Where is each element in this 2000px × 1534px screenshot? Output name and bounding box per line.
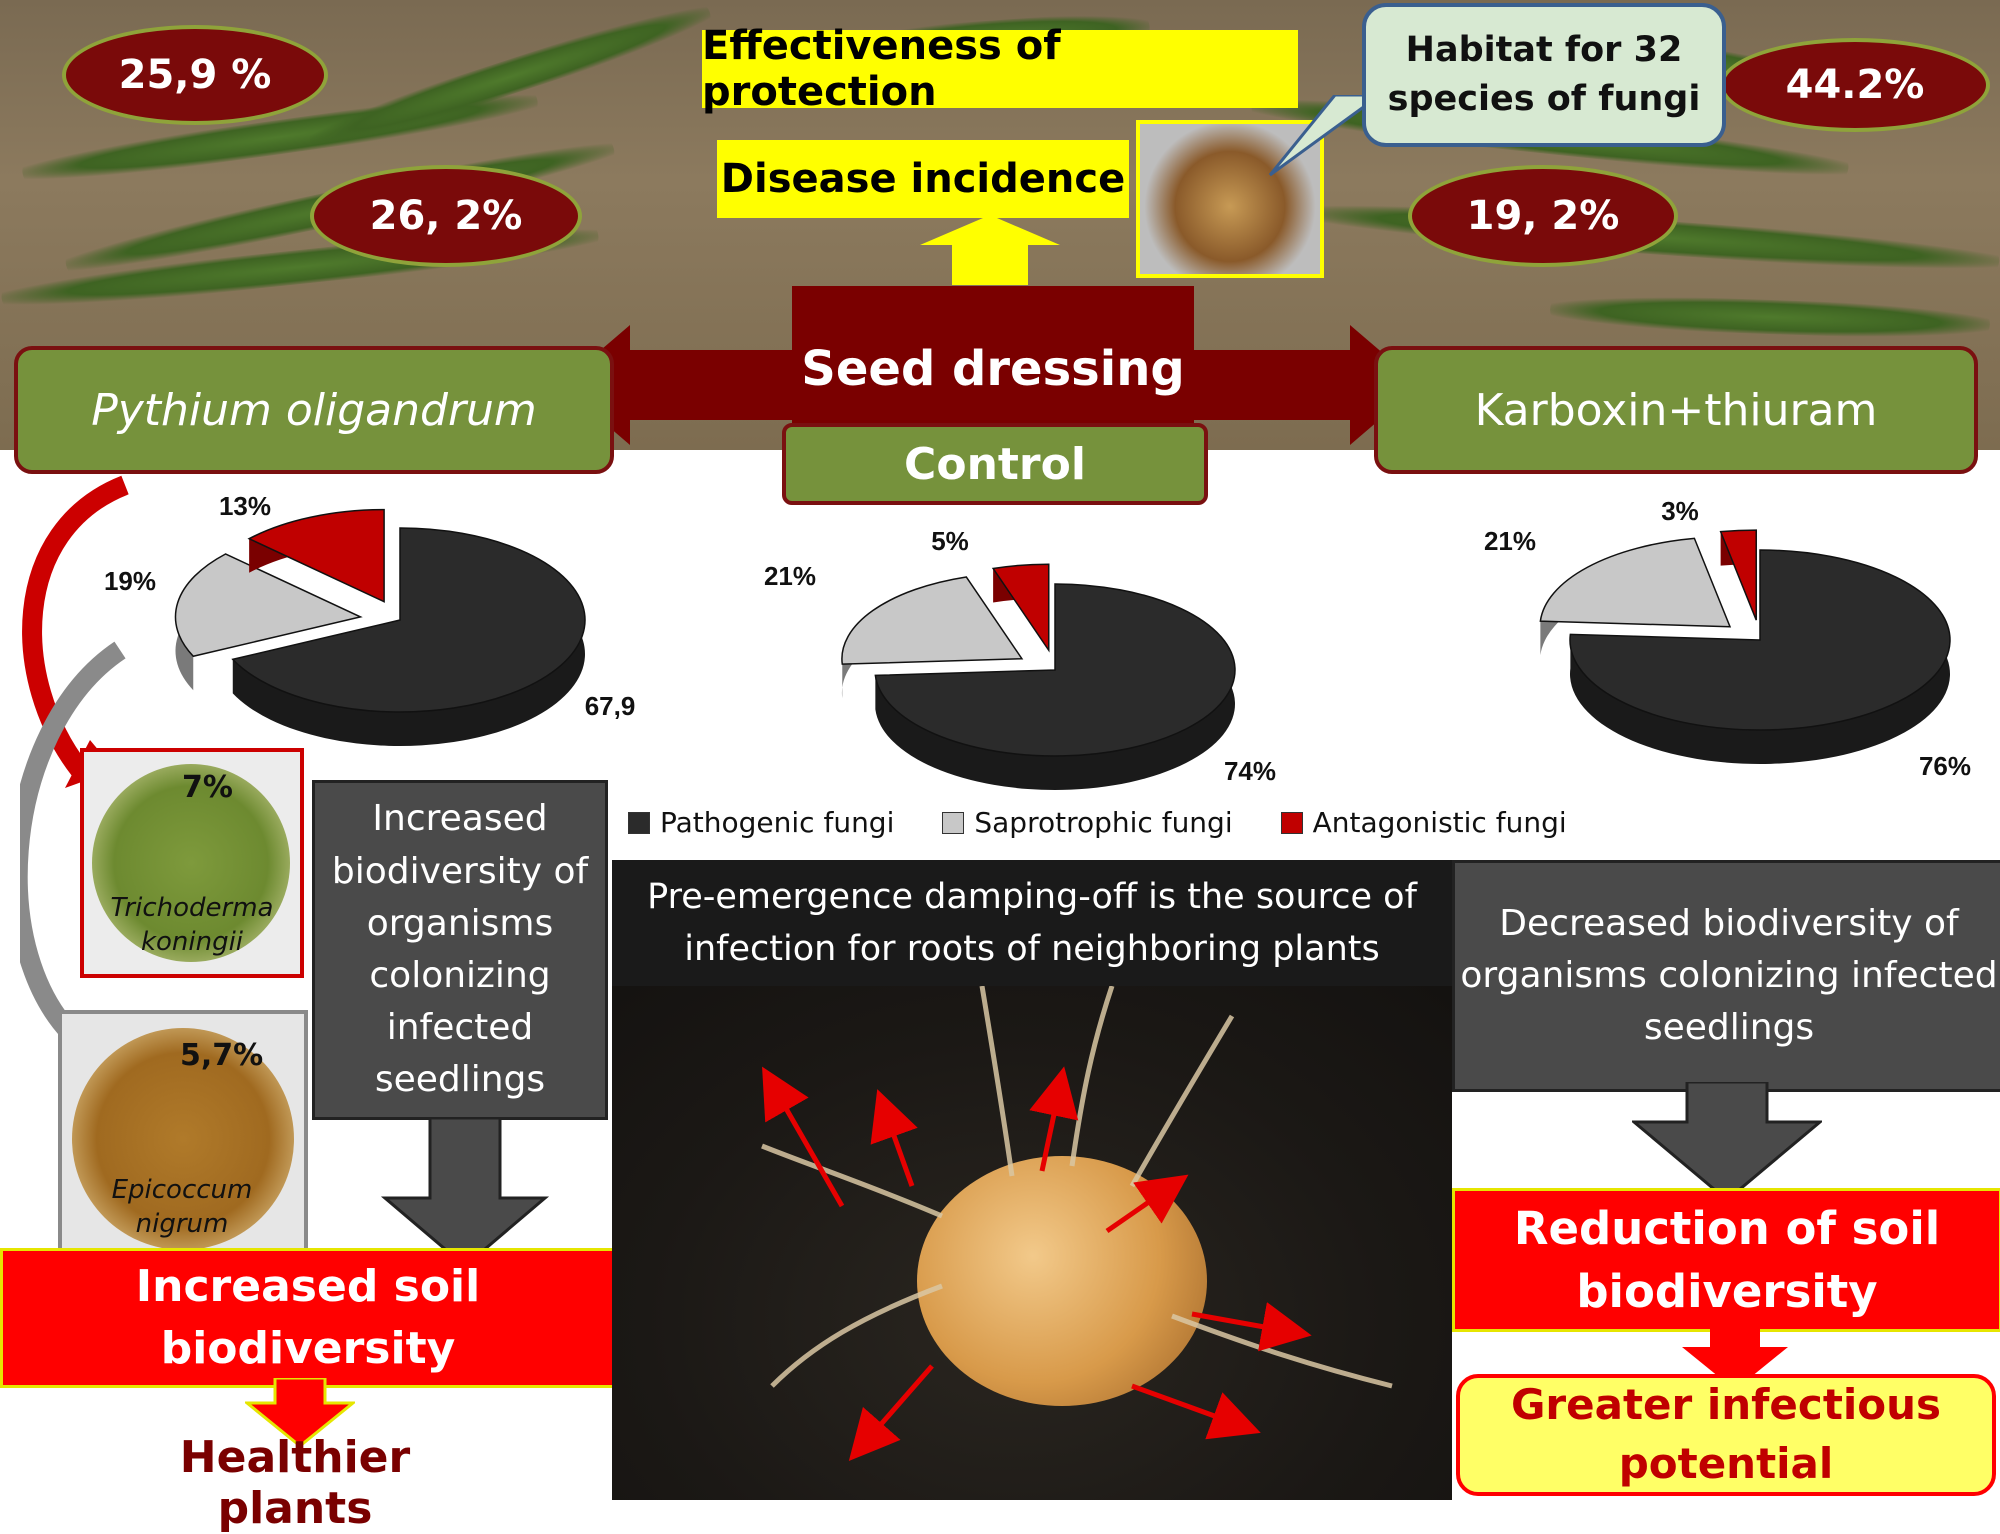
pie-1-label-1: 21% xyxy=(764,561,816,591)
increased-biodiversity-box: Increased biodiversity of organisms colo… xyxy=(312,780,608,1120)
control-box: Control xyxy=(782,423,1208,505)
epicoccum-photo-frame: 5,7% Epicoccum nigrum xyxy=(58,1010,308,1264)
pie-0-label-1: 19% xyxy=(104,566,156,596)
ellipse-effectiveness-right: 44.2% xyxy=(1720,38,1990,132)
pie-1-label-2: 5% xyxy=(931,526,969,556)
pie-0-label-0: 67,9 xyxy=(585,691,636,721)
soil-photo xyxy=(612,986,1452,1500)
down-arrow-right-icon xyxy=(1632,1082,1822,1202)
pie-charts: 67,9 19% 13% 74% 21% 5% 76% 21% 3% xyxy=(104,491,1971,790)
ellipse-incidence-right: 19, 2% xyxy=(1408,165,1678,267)
legend-saprotrophic: Saprotrophic fungi xyxy=(942,806,1233,839)
karboxin-box: Karboxin+thiuram xyxy=(1374,346,1978,474)
legend-swatch-pathogenic xyxy=(628,811,650,834)
callout-pointer xyxy=(1268,95,1383,177)
effectiveness-label: Effectiveness of protection xyxy=(702,23,1298,115)
pie-1-slice-0 xyxy=(874,583,1236,757)
trichoderma-petri-dish xyxy=(92,764,290,962)
pie-2-label-1: 21% xyxy=(1484,526,1536,556)
pie-0-slice-1 xyxy=(174,553,363,658)
pie-1-slice-2 xyxy=(991,563,1050,653)
legend-label-pathogenic: Pathogenic fungi xyxy=(660,806,895,839)
habitat-callout: Habitat for 32 species of fungi xyxy=(1362,3,1726,147)
epicoccum-name: Epicoccum nigrum xyxy=(111,1175,253,1239)
pie-2-label-0: 76% xyxy=(1919,751,1971,781)
legend-label-saprotrophic: Saprotrophic fungi xyxy=(974,806,1233,839)
chart-legend: Pathogenic fungi Saprotrophic fungi Anta… xyxy=(628,806,1615,839)
down-arrow-red-icon xyxy=(1682,1322,1788,1390)
trichoderma-photo-frame: 7% Trichoderma koningii xyxy=(80,748,304,978)
spread-arrows xyxy=(762,1066,1312,1462)
greater-infectious-box: Greater infectious potential xyxy=(1456,1374,1996,1496)
decreased-biodiversity-box: Decreased biodiversity of organisms colo… xyxy=(1452,860,2000,1092)
trichoderma-name: Trichoderma koningii xyxy=(110,893,274,957)
pie-2-slice-1 xyxy=(1539,537,1732,628)
root-lines xyxy=(761,986,1393,1389)
increased-soil-box: Increased soil biodiversity xyxy=(0,1248,616,1388)
pie-2-slice-2 xyxy=(1719,529,1757,621)
healthier-plants: Healthier plants xyxy=(179,1432,411,1534)
legend-swatch-saprotrophic xyxy=(942,811,965,834)
pie-1-slice-1 xyxy=(841,576,1024,665)
pie-1-label-0: 74% xyxy=(1224,756,1276,786)
pie-0-slice-0 xyxy=(231,527,586,713)
down-arrow-small-icon xyxy=(245,1378,355,1448)
disease-incidence-label: Disease incidence xyxy=(717,140,1129,218)
pie-2-slice-0 xyxy=(1569,549,1951,731)
legend-antagonistic: Antagonistic fungi xyxy=(1280,806,1567,839)
legend-pathogenic: Pathogenic fungi xyxy=(628,806,894,839)
legend-swatch-antagonistic xyxy=(1280,811,1303,834)
pie-2-label-2: 3% xyxy=(1661,496,1699,526)
legend-label-antagonistic: Antagonistic fungi xyxy=(1312,806,1567,839)
reduction-soil-box: Reduction of soil biodiversity xyxy=(1452,1188,2000,1332)
ellipse-effectiveness-left: 25,9 % xyxy=(62,25,328,125)
ellipse-incidence-left: 26, 2% xyxy=(310,165,582,267)
down-arrow-icon xyxy=(380,1118,550,1268)
pie-0-slice-2 xyxy=(247,508,385,603)
up-arrow-icon xyxy=(920,215,1060,285)
pythium-box: Pythium oligandrum xyxy=(14,346,614,474)
pie-0-label-2: 13% xyxy=(219,491,271,521)
damping-off-banner: Pre-emergence damping-off is the source … xyxy=(612,860,1452,986)
epicoccum-pct: 5,7% xyxy=(180,1038,264,1073)
trichoderma-pct: 7% xyxy=(182,770,233,805)
epicoccum-petri-dish xyxy=(72,1028,294,1250)
